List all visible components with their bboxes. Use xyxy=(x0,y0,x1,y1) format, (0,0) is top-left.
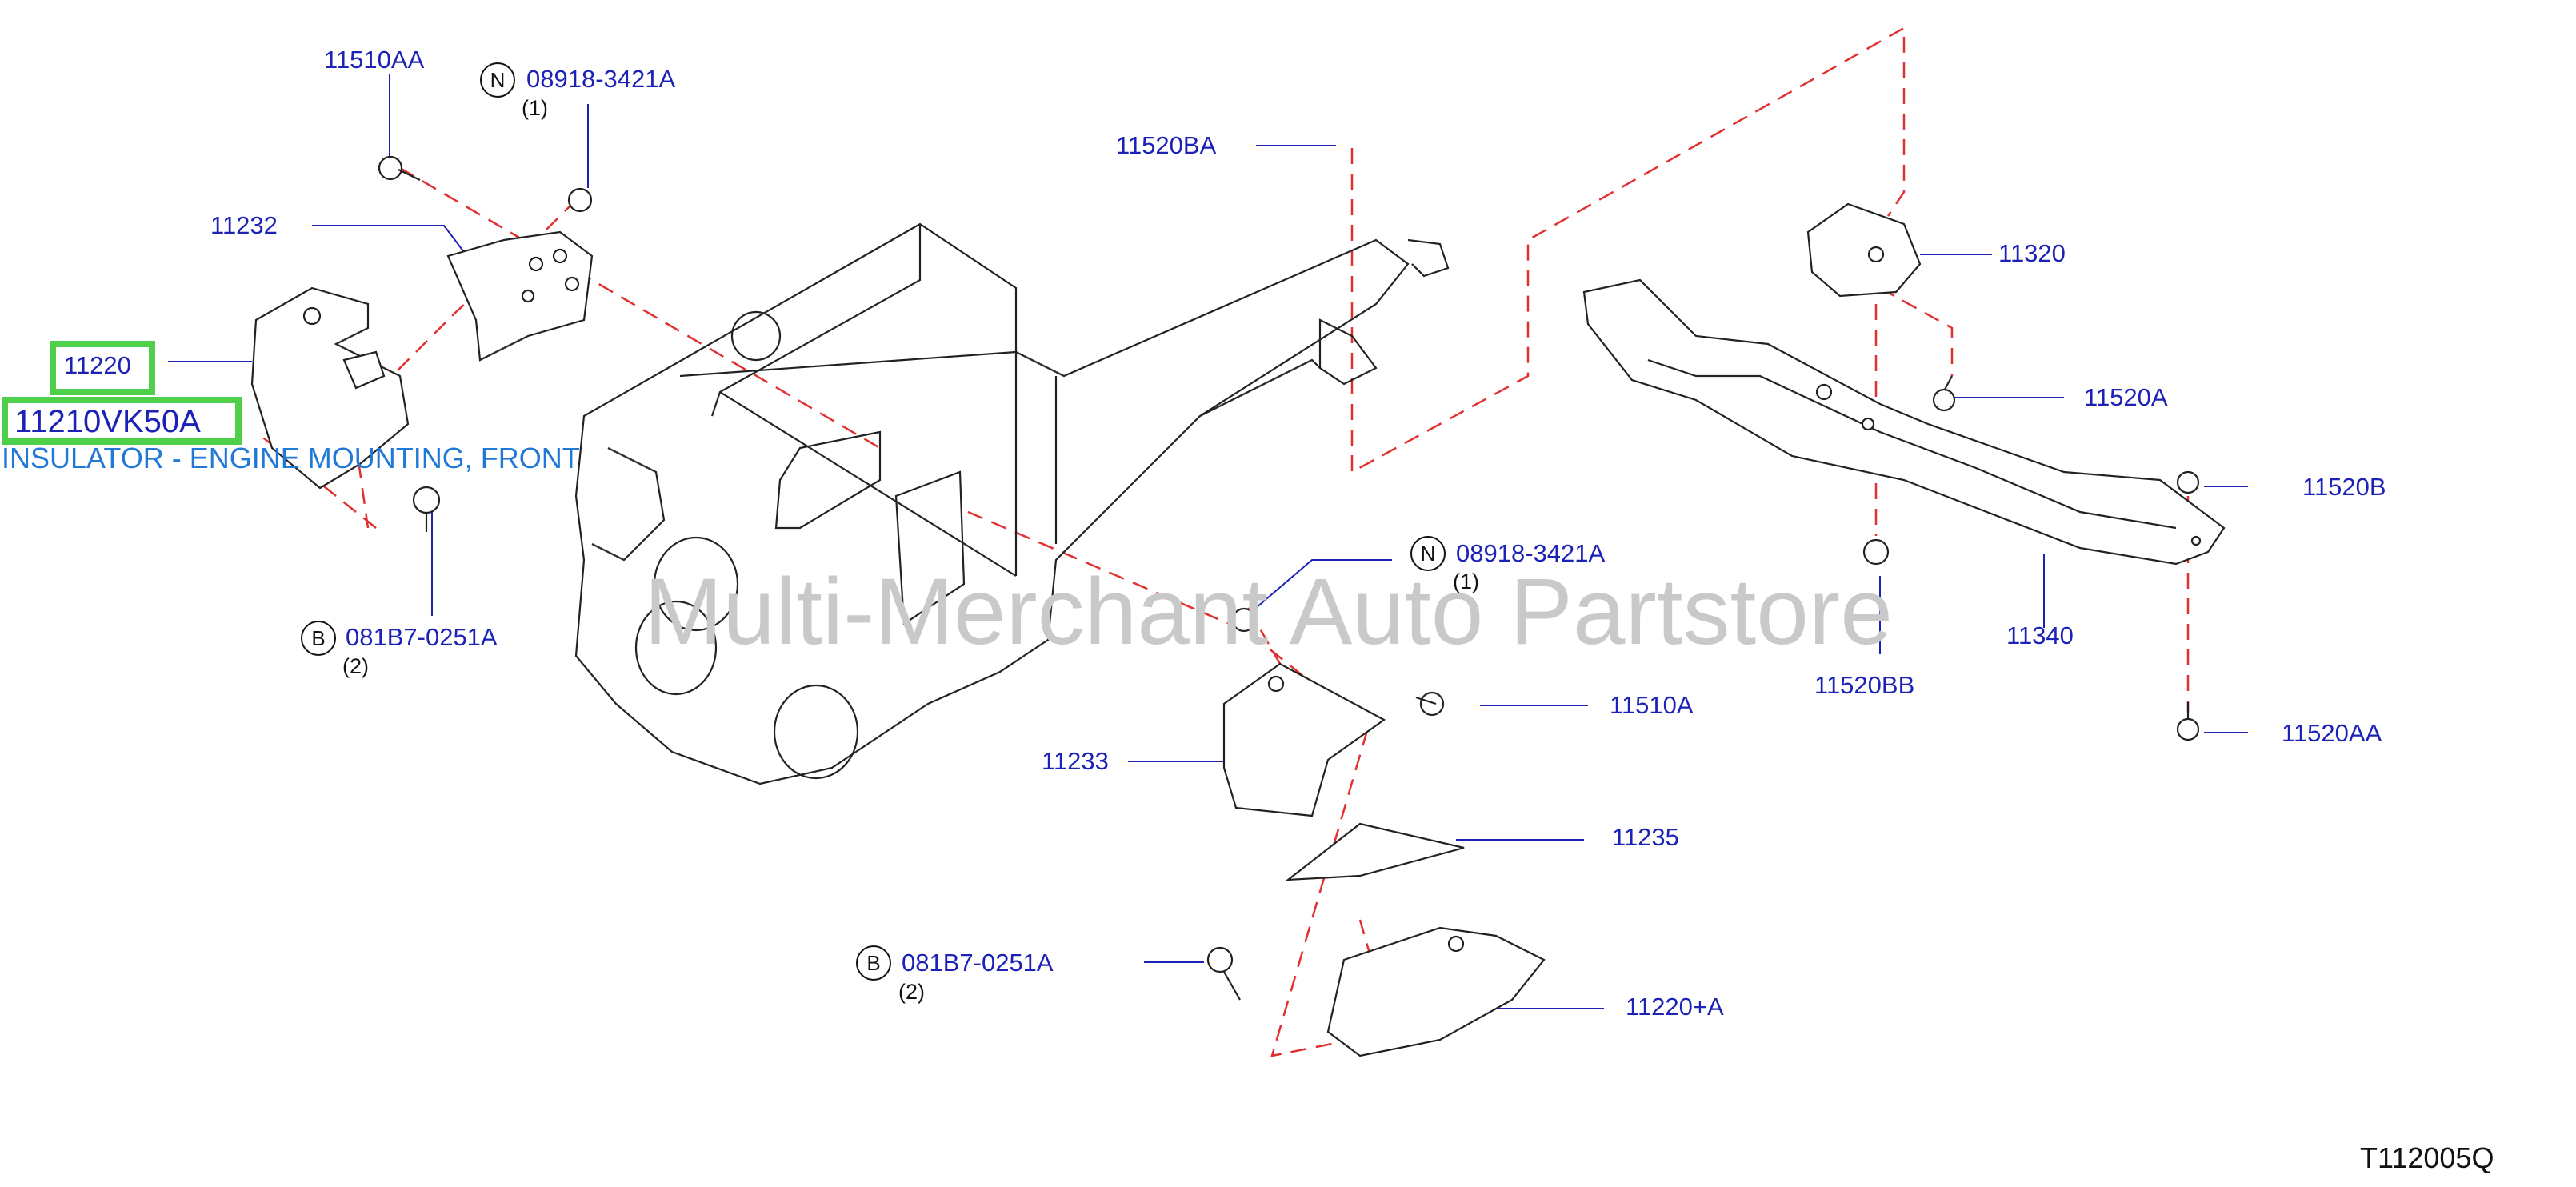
part-label-08918-3421A-mid[interactable]: 08918-3421A xyxy=(1456,539,1606,567)
b-mark-symbol-left: B xyxy=(301,621,336,656)
part-label-11233[interactable]: 11233 xyxy=(1042,747,1109,775)
part-label-11520B[interactable]: 11520B xyxy=(2302,473,2386,501)
engine-block-drawing xyxy=(574,222,1450,785)
part-label-081B7-0251A-left[interactable]: 081B7-0251A xyxy=(346,623,498,651)
n-mark-symbol-mid: N xyxy=(1410,536,1446,571)
figure-code: T112005Q xyxy=(2360,1141,2494,1174)
highlight-box-11220 xyxy=(50,341,155,395)
part-label-11220[interactable]: 11220 xyxy=(64,351,131,379)
part-label-11220-A[interactable]: 11220+A xyxy=(1626,993,1724,1021)
part-label-08918-3421A-top[interactable]: 08918-3421A xyxy=(526,65,676,93)
part-label-081B7-0251A-bottom[interactable]: 081B7-0251A xyxy=(902,949,1054,977)
quantity-08918-mid: (1) xyxy=(1453,570,1479,594)
part-label-11520BB[interactable]: 11520BB xyxy=(1814,671,1915,699)
crossmember-drawing xyxy=(1582,202,2226,741)
selected-part-description: INSULATOR - ENGINE MOUNTING, FRONT xyxy=(2,442,580,474)
assembly-dashed-lines xyxy=(255,26,2190,1057)
rear-bracket-drawing xyxy=(1206,607,1546,1057)
b-mark-symbol-bottom: B xyxy=(856,945,891,981)
quantity-08918-top: (1) xyxy=(522,96,548,120)
quantity-081B7-bottom: (2) xyxy=(898,980,925,1004)
front-bracket-drawing xyxy=(250,155,594,532)
part-label-11510AA[interactable]: 11510AA xyxy=(324,46,425,74)
part-label-11232[interactable]: 11232 xyxy=(210,211,278,239)
part-label-11320[interactable]: 11320 xyxy=(1998,239,2066,267)
part-label-11520A[interactable]: 11520A xyxy=(2084,383,2168,411)
n-mark-symbol: N xyxy=(480,62,515,98)
quantity-081B7-left: (2) xyxy=(342,654,369,678)
leader-lines xyxy=(168,74,2248,1009)
highlight-box-11210VK50A xyxy=(2,397,242,445)
watermark-text: Multi-Merchant Auto Partstore xyxy=(644,559,1893,665)
part-label-11510A[interactable]: 11510A xyxy=(1610,691,1694,719)
part-label-11210VK50A[interactable]: 11210VK50A xyxy=(14,404,201,439)
part-label-11520BA[interactable]: 11520BA xyxy=(1116,131,1217,159)
part-label-11340[interactable]: 11340 xyxy=(2006,621,2074,649)
part-label-11520AA[interactable]: 11520AA xyxy=(2282,719,2382,747)
part-label-11235[interactable]: 11235 xyxy=(1612,823,1679,851)
